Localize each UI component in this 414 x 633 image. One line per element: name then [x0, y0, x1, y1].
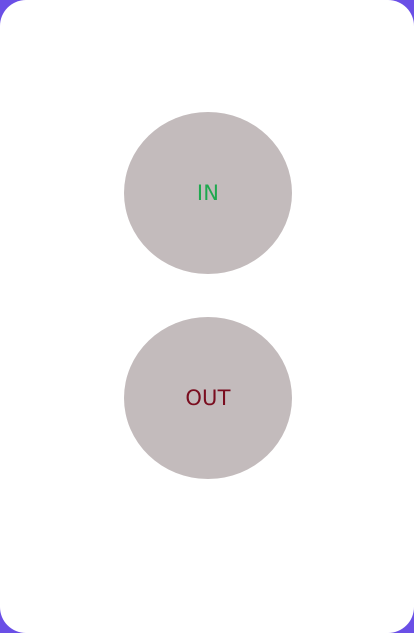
in-button[interactable]: IN	[124, 112, 292, 274]
out-button[interactable]: OUT	[124, 317, 292, 479]
in-button-label: IN	[196, 181, 220, 205]
out-button-label: OUT	[185, 386, 231, 410]
